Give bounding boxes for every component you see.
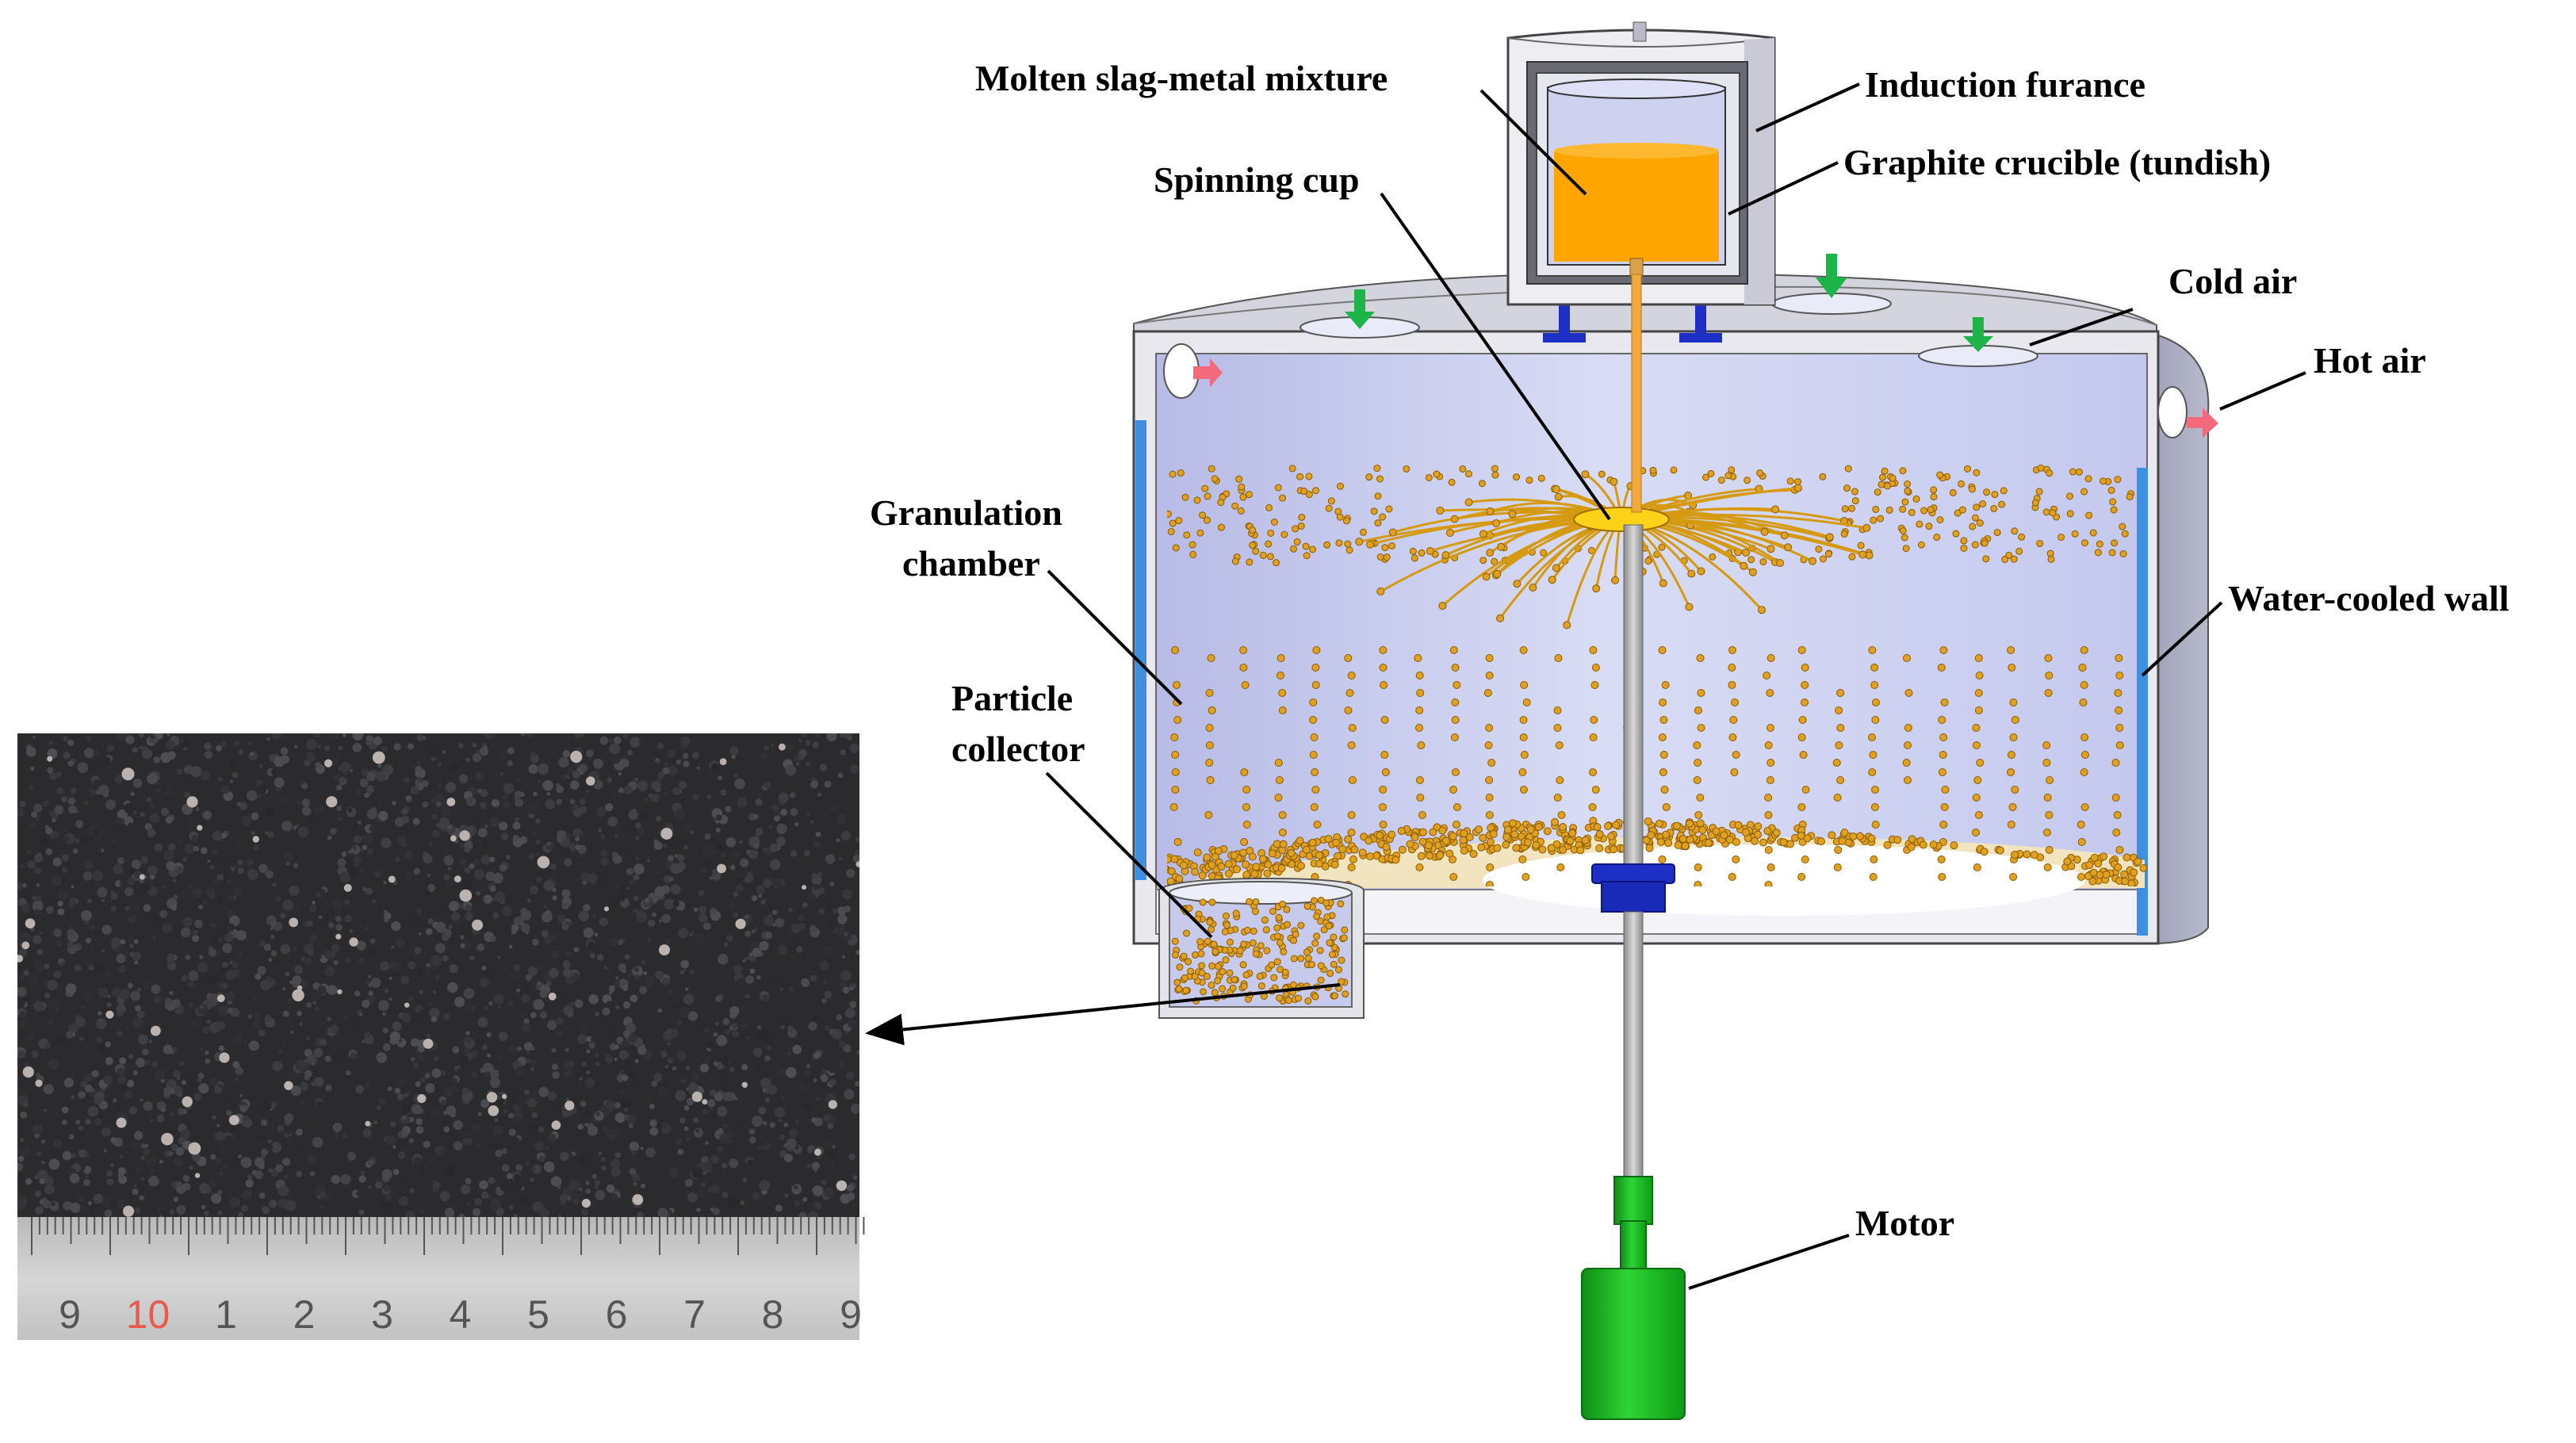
ruler-number: 6 (606, 1292, 628, 1337)
label-water-cooled-wall: Water-cooled wall (2228, 578, 2509, 618)
shaft-upper (1623, 524, 1644, 867)
hot-air-arrow-right (2187, 408, 2218, 438)
falling-particles (1167, 464, 2148, 886)
particle-photo: 9 10 1 2 3 4 5 6 7 8 9 (17, 733, 865, 1340)
molten-mixture (1554, 151, 1719, 262)
ruler-number: 1 (215, 1292, 237, 1337)
label-granulation-chamber-1: Granulation (870, 492, 1062, 533)
left-water-cooled-wall (1135, 420, 1146, 880)
ruler-number: 8 (762, 1292, 784, 1337)
right-water-cooled-wall (2137, 468, 2148, 936)
label-induction-furnace: Induction furance (1865, 64, 2145, 105)
label-graphite-crucible: Graphite crucible (tundish) (1843, 142, 2271, 182)
ruler-number: 3 (371, 1292, 393, 1337)
cold-air-arrow-2 (1816, 254, 1847, 298)
label-motor: Motor (1855, 1203, 1954, 1243)
ruler-number: 10 (126, 1292, 170, 1337)
label-cold-air: Cold air (2168, 261, 2297, 301)
motor-coupling (1613, 1176, 1653, 1225)
cold-air-arrows (1345, 254, 1993, 352)
label-particle-collector-2: collector (951, 729, 1085, 769)
ruler-number: 9 (59, 1292, 81, 1337)
labels: Molten slag-metal mixture Induction fura… (870, 58, 2509, 1243)
hot-air-arrow-left (1193, 358, 1223, 387)
label-granulation-chamber-2: chamber (902, 543, 1040, 584)
ruler-number: 4 (450, 1292, 472, 1337)
photo-particles (17, 733, 859, 1222)
label-molten-mixture: Molten slag-metal mixture (975, 58, 1388, 98)
ruler: 9 10 1 2 3 4 5 6 7 8 9 (17, 1217, 865, 1340)
bearing-top (1591, 863, 1675, 884)
drive-assembly (1581, 524, 1686, 1420)
hot-air-arrows (1193, 358, 2218, 438)
furnace-leg-left (1543, 333, 1586, 343)
spinning-cup (1573, 507, 1670, 532)
ruler-number: 7 (683, 1292, 706, 1337)
particle-collector (1158, 877, 1365, 1019)
leader-lines (865, 82, 2306, 1290)
molten-stream (1631, 274, 1642, 513)
cold-air-arrow-3 (1963, 317, 1993, 352)
shaft-lower (1623, 911, 1644, 1181)
hot-air-vent-right (2157, 386, 2187, 438)
bearing-bottom (1601, 881, 1666, 913)
label-hot-air: Hot air (2314, 340, 2426, 381)
furnace-leg-right (1679, 333, 1722, 343)
motor-body (1581, 1268, 1686, 1420)
ruler-number: 5 (527, 1292, 549, 1337)
induction-furnace (1506, 21, 1776, 513)
granulation-chamber (1132, 272, 2210, 945)
ruler-number: 2 (293, 1292, 316, 1337)
label-spinning-cup: Spinning cup (1154, 159, 1360, 200)
label-particle-collector-1: Particle (951, 678, 1073, 718)
ruler-number: 9 (840, 1292, 862, 1337)
cold-air-arrow-1 (1345, 289, 1375, 329)
